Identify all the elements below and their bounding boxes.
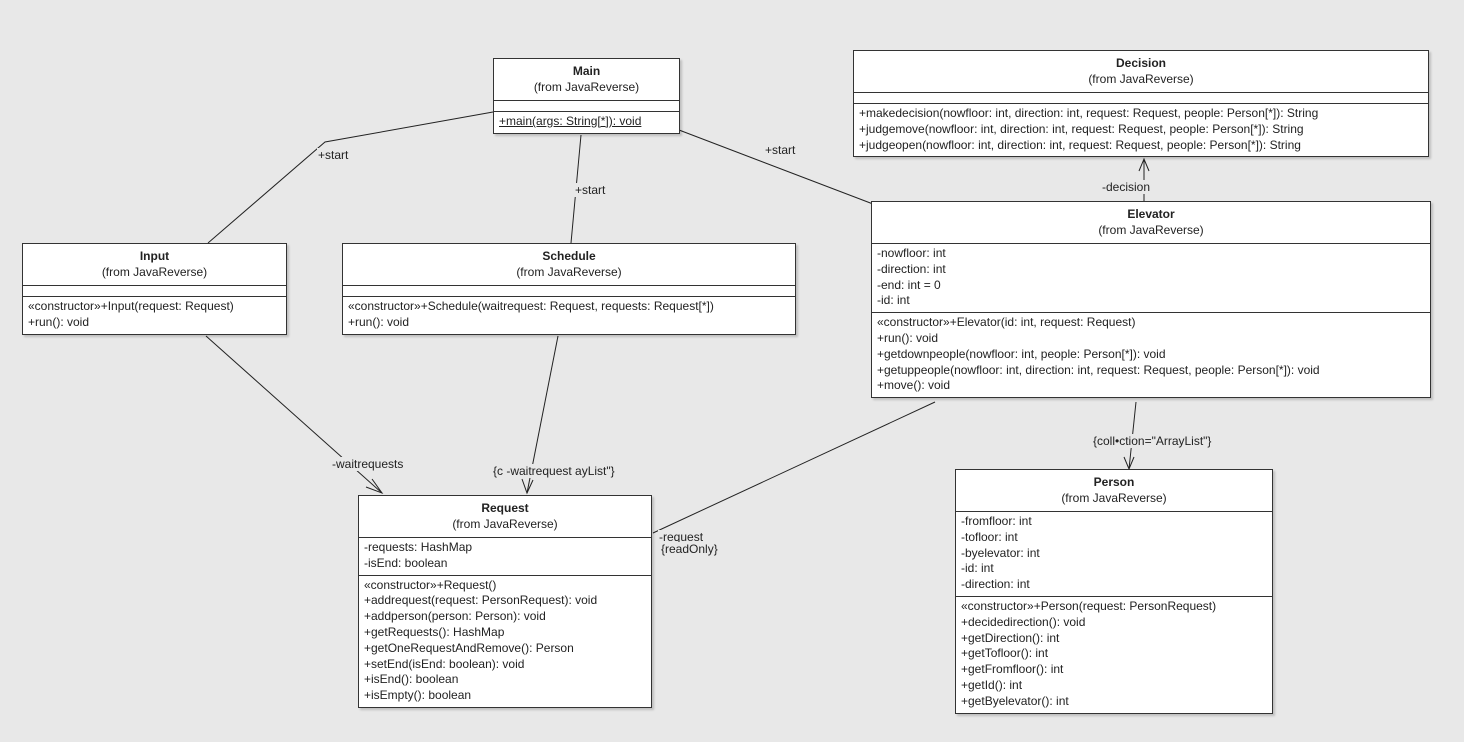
attributes-section: -requests: HashMap -isEnd: boolean (359, 538, 651, 576)
class-name: Input (139, 249, 170, 263)
class-source: (from JavaReverse) (1088, 72, 1194, 86)
operations-section: «constructor»+Input(request: Request) +r… (23, 297, 286, 334)
label-input-request: -waitrequests (331, 457, 405, 471)
attribute: -end: int = 0 (877, 277, 941, 292)
attribute: -byelevator: int (961, 545, 1040, 560)
attribute: -direction: int (877, 261, 946, 276)
class-header: Decision (from JavaReverse) (854, 51, 1428, 93)
class-source: (from JavaReverse) (452, 517, 558, 531)
attribute: -tofloor: int (961, 529, 1018, 544)
operation: +getuppeople(nowfloor: int, direction: i… (877, 362, 1320, 377)
attributes-section (23, 286, 286, 297)
class-name: Schedule (542, 249, 596, 263)
operation: «constructor»+Input(request: Request) (28, 299, 234, 313)
label-elevator-request-constraint: {readOnly} (660, 542, 719, 556)
attributes-section: -fromfloor: int -tofloor: int -byelevato… (956, 512, 1272, 597)
operation: +getdownpeople(nowfloor: int, people: Pe… (877, 346, 1166, 361)
attribute: -requests: HashMap (364, 540, 473, 554)
operation: +getFromfloor(): int (961, 662, 1064, 677)
operation: +run(): void (877, 330, 939, 345)
label-schedule-request: {c -waitrequest ayList"} (492, 464, 616, 478)
class-header: Schedule (from JavaReverse) (343, 244, 795, 286)
label-main-schedule: +start (574, 183, 607, 197)
attributes-section: -nowfloor: int -direction: int -end: int… (872, 244, 1430, 314)
class-request[interactable]: Request (from JavaReverse) -requests: Ha… (358, 495, 652, 708)
operation: +judgemove(nowfloor: int, direction: int… (859, 121, 1304, 136)
operation: +judgeopen(nowfloor: int, direction: int… (859, 137, 1301, 152)
class-source: (from JavaReverse) (516, 265, 622, 279)
class-source: (from JavaReverse) (1061, 491, 1167, 505)
class-main[interactable]: Main (from JavaReverse) +main(args: Stri… (493, 58, 680, 134)
operation: +addrequest(request: PersonRequest): voi… (364, 593, 598, 608)
label-elevator-request: -request (658, 530, 705, 544)
assoc-elevator-request (652, 401, 936, 534)
operation: +getId(): int (961, 677, 1023, 692)
operations-section: «constructor»+Request() +addrequest(requ… (359, 576, 651, 707)
assoc-main-elevator (678, 129, 874, 205)
class-source: (from JavaReverse) (1098, 223, 1204, 237)
attribute: -fromfloor: int (961, 514, 1032, 528)
attributes-section (854, 93, 1428, 104)
operation: +run(): void (348, 314, 410, 329)
operation: «constructor»+Schedule(waitrequest: Requ… (348, 299, 714, 313)
label-elevator-decision: -decision (1101, 180, 1152, 194)
operations-section: «constructor»+Elevator(id: int, request:… (872, 313, 1430, 397)
operation: +decidedirection(): void (961, 614, 1086, 629)
label-main-elevator: +start (764, 143, 797, 157)
class-person[interactable]: Person (from JavaReverse) -fromfloor: in… (955, 469, 1273, 714)
operation: +isEnd(): boolean (364, 672, 459, 687)
class-source: (from JavaReverse) (101, 265, 208, 279)
class-name: Decision (1115, 56, 1166, 70)
arrowhead-decision (1138, 157, 1150, 172)
class-input[interactable]: Input (from JavaReverse) «constructor»+I… (22, 243, 287, 335)
operation: +main(args: String[*]): void (499, 114, 642, 128)
attribute: -isEnd: boolean (364, 555, 448, 570)
attributes-section (343, 286, 795, 297)
attribute: -direction: int (961, 577, 1030, 592)
class-decision[interactable]: Decision (from JavaReverse) +makedecisio… (853, 50, 1429, 158)
class-schedule[interactable]: Schedule (from JavaReverse) «constructor… (342, 243, 796, 335)
arrowhead-input-request (365, 478, 384, 495)
operation: +addperson(person: Person): void (364, 609, 546, 624)
operation: +getRequests(): HashMap (364, 624, 505, 639)
operation: +run(): void (28, 314, 90, 329)
operations-section: «constructor»+Schedule(waitrequest: Requ… (343, 297, 795, 334)
operations-section: +makedecision(nowfloor: int, direction: … (854, 104, 1428, 156)
class-header: Request (from JavaReverse) (359, 496, 651, 538)
operation: +move(): void (877, 378, 951, 393)
operation: +isEmpty(): boolean (364, 688, 472, 703)
operation: +getByelevator(): int (961, 693, 1069, 708)
attributes-section (494, 101, 679, 112)
class-name: Request (481, 501, 529, 515)
label-elevator-person: {coll•ction="ArrayList"} (1092, 434, 1213, 448)
class-elevator[interactable]: Elevator (from JavaReverse) -nowfloor: i… (871, 201, 1431, 399)
attribute: -id: int (961, 561, 994, 576)
operation: «constructor»+Person(request: PersonRequ… (961, 598, 1217, 613)
class-name: Main (572, 64, 601, 78)
attribute: -nowfloor: int (877, 246, 946, 260)
attribute: -id: int (877, 293, 910, 308)
class-source: (from JavaReverse) (533, 80, 640, 94)
arrowhead-schedule-request (521, 478, 534, 495)
operation: +getOneRequestAndRemove(): Person (364, 640, 574, 655)
operation: +getDirection(): int (961, 630, 1060, 645)
class-name: Person (1093, 475, 1135, 489)
class-header: Main (from JavaReverse) (494, 59, 679, 101)
operation: «constructor»+Elevator(id: int, request:… (877, 315, 1136, 330)
operation: +getTofloor(): int (961, 646, 1049, 661)
class-header: Elevator (from JavaReverse) (872, 202, 1430, 244)
assoc-main-input (207, 111, 494, 244)
operation: +setEnd(isEnd: boolean): void (364, 656, 525, 671)
class-header: Input (from JavaReverse) (23, 244, 286, 286)
class-header: Person (from JavaReverse) (956, 470, 1272, 512)
operation: «constructor»+Request() (364, 577, 497, 592)
operation: +makedecision(nowfloor: int, direction: … (859, 106, 1319, 120)
operations-section: «constructor»+Person(request: PersonRequ… (956, 597, 1272, 713)
operations-section: +main(args: String[*]): void (494, 112, 679, 133)
label-main-input: +start (317, 148, 350, 162)
class-name: Elevator (1127, 207, 1175, 221)
